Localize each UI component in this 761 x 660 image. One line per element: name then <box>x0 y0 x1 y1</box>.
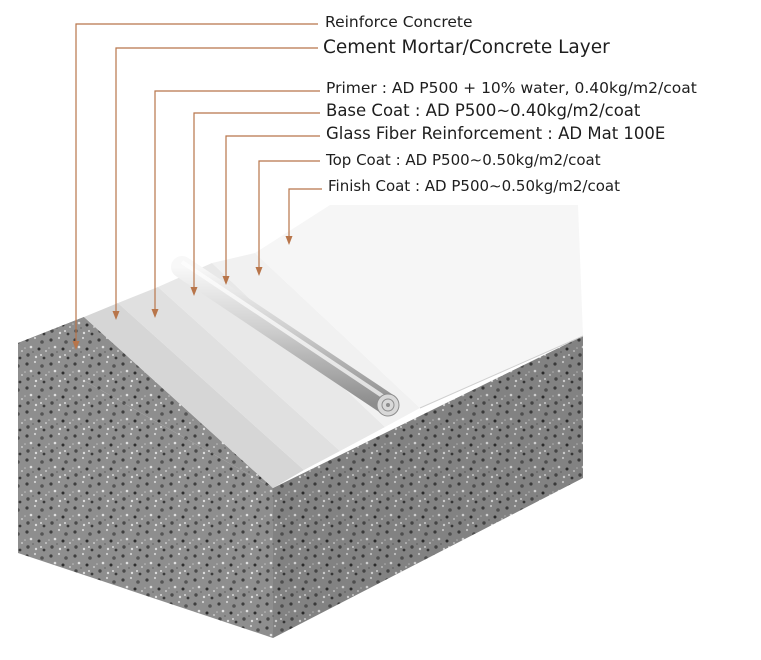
leader-line-1 <box>115 47 318 312</box>
leader-arrow-2 <box>151 309 159 318</box>
fiber-roll <box>171 256 398 415</box>
label-cement-mortar: Cement Mortar/Concrete Layer <box>323 37 610 58</box>
leader-line-4 <box>225 135 320 277</box>
label-base-coat: Base Coat : AD P500∼0.40kg/m2/coat <box>326 101 641 120</box>
label-top-coat: Top Coat : AD P500∼0.50kg/m2/coat <box>326 151 601 169</box>
slab-right-face <box>273 336 583 638</box>
label-finish-coat: Finish Coat : AD P500∼0.50kg/m2/coat <box>328 177 620 195</box>
leader-arrow-5 <box>255 267 263 276</box>
finish-coat-layer <box>255 205 583 408</box>
leader-line-2 <box>154 90 320 310</box>
leader-arrow-1 <box>112 311 120 320</box>
leader-arrow-0 <box>72 341 80 350</box>
slab-top <box>18 317 273 488</box>
slab-front-face <box>18 343 273 638</box>
leader-arrow-4 <box>222 276 230 285</box>
leader-arrow-3 <box>190 287 198 296</box>
leader-line-0 <box>75 23 318 342</box>
label-primer: Primer : AD P500 + 10% water, 0.40kg/m2/… <box>326 79 697 97</box>
leader-line-5 <box>258 160 320 268</box>
fiber-roll-highlight <box>180 260 389 401</box>
leader-line-6 <box>288 188 322 237</box>
finish-coat-edge <box>419 335 584 409</box>
leader-lines <box>72 23 322 350</box>
primer-layer <box>118 287 340 470</box>
label-reinforce-concrete: Reinforce Concrete <box>325 13 473 31</box>
label-glass-fiber: Glass Fiber Reinforcement : AD Mat 100E <box>326 124 666 143</box>
mortar-layer <box>84 303 304 488</box>
leader-arrow-6 <box>285 236 293 245</box>
slab-right-face-shade <box>273 336 583 638</box>
fiber-roll-end-inner <box>381 398 395 412</box>
fiber-roll-end-core <box>386 403 390 407</box>
leader-line-3 <box>193 112 320 288</box>
base-coat-layer <box>158 263 385 451</box>
